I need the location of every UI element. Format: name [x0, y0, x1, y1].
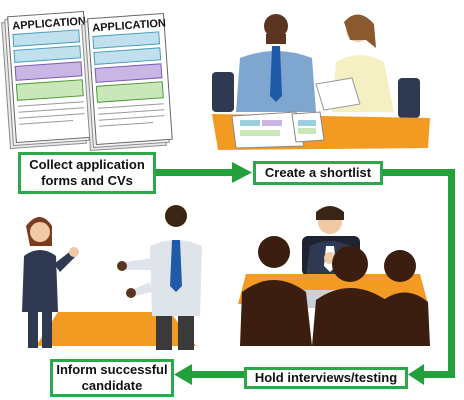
- application-form-title-left: APPLICATION: [12, 15, 86, 32]
- conversation-illustration: [22, 205, 202, 350]
- step-create-shortlist: Create a shortlist: [253, 161, 383, 185]
- flow-arrows: [156, 162, 455, 385]
- application-form-icon: APPLICATION: [87, 12, 173, 146]
- application-form-stack-left: APPLICATION: [1, 10, 93, 150]
- step-collect-applications: Collect application forms and CVs: [18, 152, 156, 194]
- application-form-stack-right: APPLICATION: [81, 12, 173, 152]
- step-interview-label: Hold interviews/testing: [254, 370, 398, 385]
- step-collect-line2: forms and CVs: [41, 173, 133, 188]
- step-collect-line1: Collect application: [29, 157, 145, 172]
- step-inform-candidate: Inform successful candidate: [50, 359, 174, 397]
- meeting-illustration: [212, 14, 430, 150]
- application-form-title-right: APPLICATION: [92, 17, 166, 34]
- step-shortlist-label: Create a shortlist: [264, 165, 372, 180]
- step-hold-interviews: Hold interviews/testing: [244, 367, 408, 389]
- application-form-icon: APPLICATION: [7, 10, 93, 144]
- step-inform-line1: Inform successful: [56, 362, 168, 377]
- interview-panel-illustration: [238, 206, 430, 346]
- step-inform-line2: candidate: [81, 378, 143, 393]
